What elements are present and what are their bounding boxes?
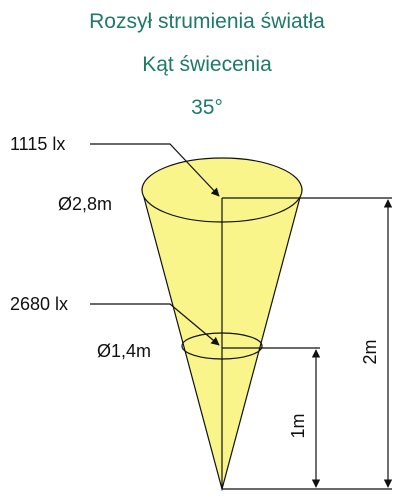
diagram-title: Rozsył strumienia światła <box>89 10 325 33</box>
leader-1115lx <box>90 143 220 197</box>
lux-mid-label: 2680 lx <box>10 294 68 314</box>
lux-top-label: 1115 lx <box>10 134 65 154</box>
diameter-top-label: Ø2,8m <box>58 194 112 214</box>
beam-angle-value: 35° <box>191 96 223 119</box>
leader-2680lx <box>90 303 220 346</box>
diagram-subtitle: Kąt świecenia <box>142 53 272 76</box>
diameter-mid-label: Ø1,4m <box>97 341 151 361</box>
height-1m-label: 1m <box>288 413 308 438</box>
height-2m-label: 2m <box>360 339 380 364</box>
